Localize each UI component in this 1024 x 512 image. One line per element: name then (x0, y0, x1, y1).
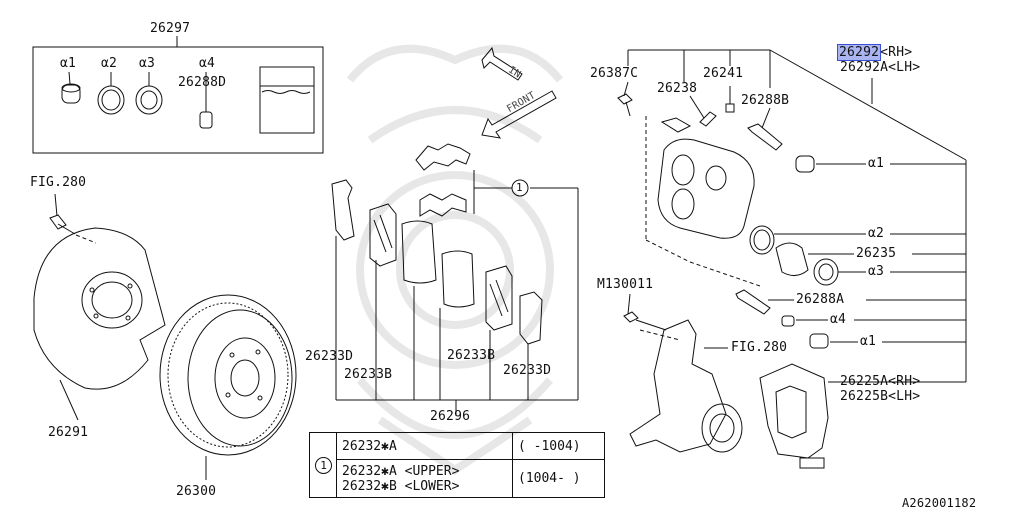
front-arrow (481, 90, 557, 139)
label-ref-code: A262001182 (902, 496, 977, 510)
steering-knuckle (629, 319, 743, 453)
label-26297: 26297 (150, 21, 191, 36)
kit-grease-pack (259, 66, 315, 134)
table-divider-2 (512, 433, 513, 497)
pin-26238 (689, 95, 717, 127)
pad-right (439, 250, 475, 400)
label-26291: 26291 (48, 425, 89, 440)
pad-set-table: 1 26232✱A ( -1004) 26232✱A <UPPER> 26232… (309, 432, 605, 498)
bleeder-26241 (725, 86, 735, 113)
kit-grease-sleeve (199, 72, 213, 129)
label-kit-a4: α4 (199, 56, 216, 71)
kit-boot-ring (135, 72, 163, 115)
label-26238: 26238 (657, 81, 698, 96)
label-kit-a1: α1 (60, 56, 77, 71)
in-arrow (481, 46, 523, 81)
boot-a1-lower (809, 333, 966, 349)
table-row1-range: ( -1004) (518, 439, 581, 454)
label-26241: 26241 (703, 66, 744, 81)
label-26296: 26296 (430, 409, 471, 424)
caliper-dashed-links (639, 116, 761, 341)
table-row2-part-b: 26232✱B <LOWER> (342, 479, 460, 494)
table-row2-range: (1004- ) (518, 471, 581, 486)
brake-rotor (159, 294, 297, 480)
guide-pin-26288b (747, 107, 783, 151)
seal-a2-right (749, 225, 966, 255)
shim-right-inner (485, 265, 513, 400)
label-pad-circle: 1 (516, 181, 523, 194)
sleeve-a4-right (781, 315, 966, 327)
ring-a3-right (813, 258, 966, 286)
label-26292-suffix: <RH> (880, 45, 913, 60)
pad-circle-marker (511, 179, 529, 197)
label-26387c: 26387C (590, 66, 639, 81)
label-26288a: 26288A (796, 292, 845, 307)
boot-a1-right (795, 155, 966, 173)
label-26288d: 26288D (178, 75, 227, 90)
table-row-divider (336, 459, 604, 460)
label-fig280-right: FIG.280 (731, 340, 788, 355)
pad-clips (415, 143, 579, 400)
piston-26235 (775, 242, 966, 276)
label-26225b-lh: 26225B<LH> (840, 389, 921, 404)
table-divider-1 (336, 433, 337, 497)
pin-26288a (735, 289, 966, 315)
shim-left-inner (369, 203, 397, 400)
selected-part-26292[interactable]: 26292 (836, 44, 882, 61)
backing-bolt (49, 193, 97, 244)
kit-dust-boot (61, 71, 81, 104)
label-26292a-lh: 26292A<LH> (840, 60, 921, 75)
kit-box (32, 46, 324, 154)
label-kit-a2: α2 (101, 56, 118, 71)
table-row2-part-a: 26232✱A <UPPER> (342, 464, 460, 479)
backing-plate (33, 227, 166, 421)
table-circle-marker: 1 (315, 457, 332, 474)
label-a2-right: α2 (868, 226, 885, 241)
label-a1-right: α1 (868, 156, 885, 171)
pad-left (401, 220, 437, 400)
label-a3-right: α3 (868, 264, 885, 279)
label-a4-right: α4 (830, 312, 847, 327)
label-26233d-left: 26233D (305, 349, 354, 364)
label-26233b-left: 26233B (344, 367, 393, 382)
label-26288b: 26288B (741, 93, 790, 108)
label-a1-lower: α1 (860, 334, 877, 349)
label-26235: 26235 (856, 246, 897, 261)
kit-seal-ring (97, 72, 125, 115)
label-26225a-rh: 26225A<RH> (840, 374, 921, 389)
label-26233b-right: 26233B (447, 348, 496, 363)
caliper-support (759, 363, 966, 469)
label-26292-rh[interactable]: 26292<RH> (836, 44, 913, 61)
shim-right-outer (519, 291, 543, 400)
label-fig280-left: FIG.280 (30, 175, 87, 190)
label-26233d-right: 26233D (503, 363, 552, 378)
shim-left-outer (331, 179, 355, 400)
m130011-bolt (623, 293, 667, 331)
bolt-26387c (617, 81, 633, 117)
label-26300: 26300 (176, 484, 217, 499)
caliper-body (657, 117, 755, 239)
label-m130011: M130011 (597, 277, 654, 292)
table-row1-part: 26232✱A (342, 439, 397, 454)
label-kit-a3: α3 (139, 56, 156, 71)
